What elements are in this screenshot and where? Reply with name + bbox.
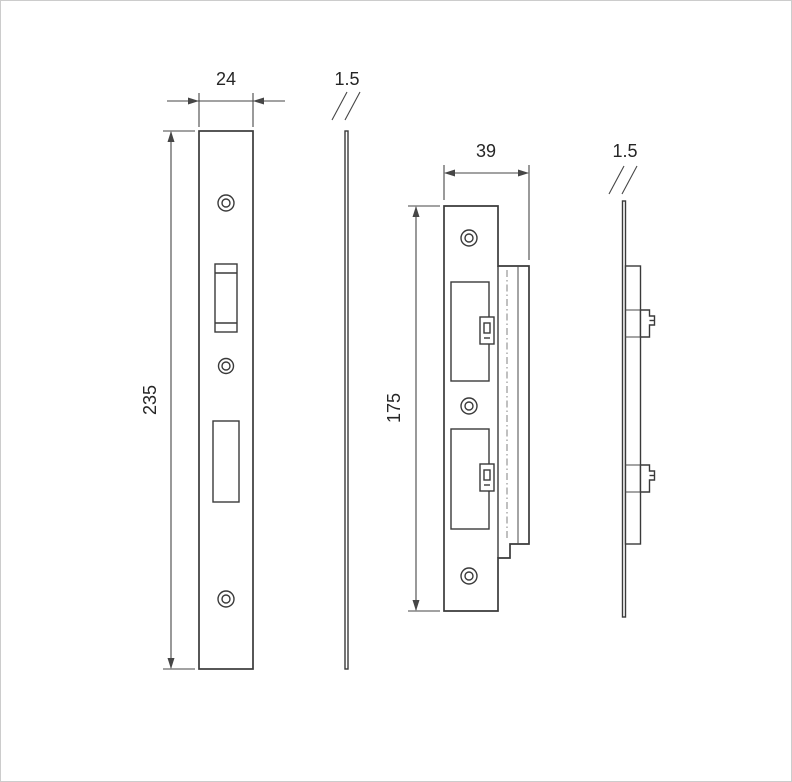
dim-label-faceplate-height: 235 [140, 385, 160, 415]
oblique-tick [621, 165, 638, 195]
dim-strike-thickness: 1.5 [608, 141, 638, 195]
arrowhead [167, 131, 175, 142]
strike-outline [443, 205, 530, 612]
latch-cutout [214, 263, 238, 333]
screw-hole-inner [221, 198, 231, 208]
dim-faceplate-height: 235 [140, 130, 195, 670]
strike-profile-box [624, 265, 642, 545]
dim-strike-height: 175 [384, 205, 440, 612]
deadbolt-cutout [212, 420, 240, 503]
screw-hole-inner [464, 233, 474, 243]
arrowhead [412, 600, 420, 611]
screw-hole-top [460, 229, 478, 247]
latch-cutout-outline [214, 263, 238, 333]
strike-profile-tab-top [625, 309, 656, 338]
oblique-tick [331, 91, 348, 121]
deadbolt-opening [450, 428, 495, 530]
arrowhead [188, 97, 199, 105]
dimensions: 24 235 1.5 39 [140, 69, 638, 670]
screw-hole-bottom [460, 567, 478, 585]
screw-hole-inner [464, 571, 474, 581]
dim-strike-width: 39 [443, 141, 530, 260]
dim-label-strike-thickness: 1.5 [612, 141, 637, 161]
pin-hole-inner [464, 401, 474, 411]
faceplate-front-view [198, 130, 254, 670]
latch-opening [450, 281, 495, 382]
dim-faceplate-width: 24 [167, 69, 285, 127]
screw-hole-top [217, 194, 235, 212]
faceplate-profile [344, 130, 349, 670]
tab-hook [639, 309, 656, 338]
dim-label-strike-height: 175 [384, 393, 404, 423]
oblique-tick [344, 91, 361, 121]
adjust-tab-slot [483, 322, 491, 334]
screw-hole-bottom [217, 590, 235, 608]
strike-profile-tab-bottom [625, 464, 656, 493]
arrowhead [412, 206, 420, 217]
faceplate-side-view [344, 130, 349, 670]
arrowhead [518, 169, 529, 177]
center-pin-hole [460, 397, 478, 415]
center-pin-hole [217, 357, 235, 375]
strike-front-view [443, 205, 530, 612]
arrowhead [253, 97, 264, 105]
dim-label-faceplate-width: 24 [216, 69, 236, 89]
pin-hole-inner [221, 361, 231, 371]
tab-hook [639, 464, 656, 493]
dim-label-strike-width: 39 [476, 141, 496, 161]
arrowhead [167, 658, 175, 669]
strike-side-view [621, 200, 656, 618]
arrowhead [444, 169, 455, 177]
dim-faceplate-thickness: 1.5 [331, 69, 361, 121]
screw-hole-inner [221, 594, 231, 604]
faceplate-outline [198, 130, 254, 670]
dim-label-faceplate-thickness: 1.5 [334, 69, 359, 89]
oblique-tick [608, 165, 625, 195]
adjust-tab-slot [483, 469, 491, 481]
